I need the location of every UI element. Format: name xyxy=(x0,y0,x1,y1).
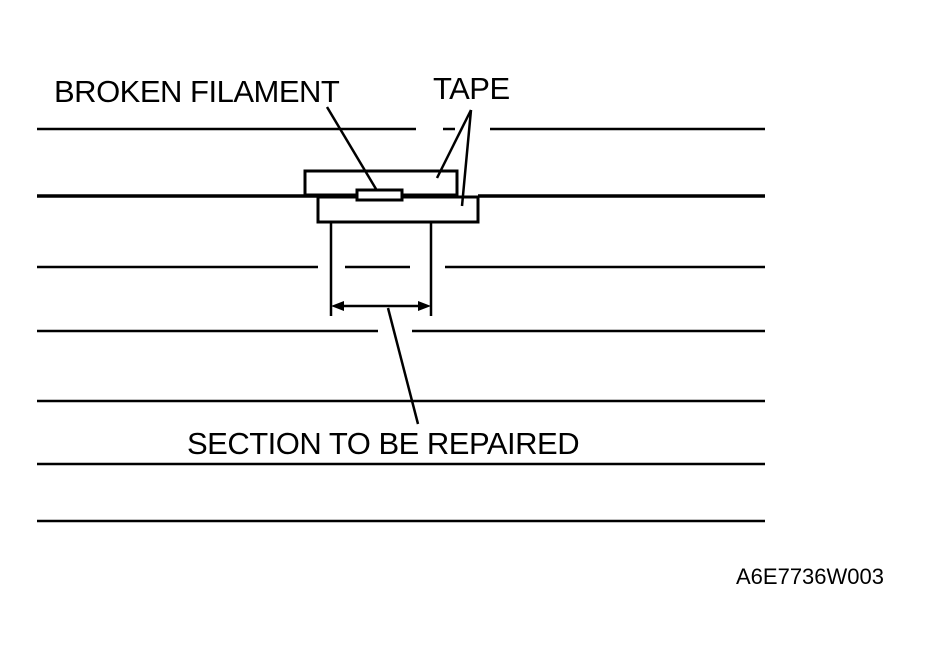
filament-lines xyxy=(37,127,765,523)
broken-filament-label: BROKEN FILAMENT xyxy=(54,74,340,109)
leader-lines xyxy=(325,106,473,425)
figure-id-label: A6E7736W003 xyxy=(736,564,884,589)
filament-leader xyxy=(325,106,378,190)
tape-leader-upper xyxy=(435,109,473,179)
tape-leader-lower xyxy=(460,109,473,207)
section-dimension xyxy=(329,222,433,316)
dimension-arrowheads xyxy=(331,301,431,311)
tape-label: TAPE xyxy=(433,71,510,106)
section-leader xyxy=(386,307,420,425)
section-to-be-repaired-label: SECTION TO BE REPAIRED xyxy=(187,426,580,461)
broken-filament-marker xyxy=(355,188,404,202)
